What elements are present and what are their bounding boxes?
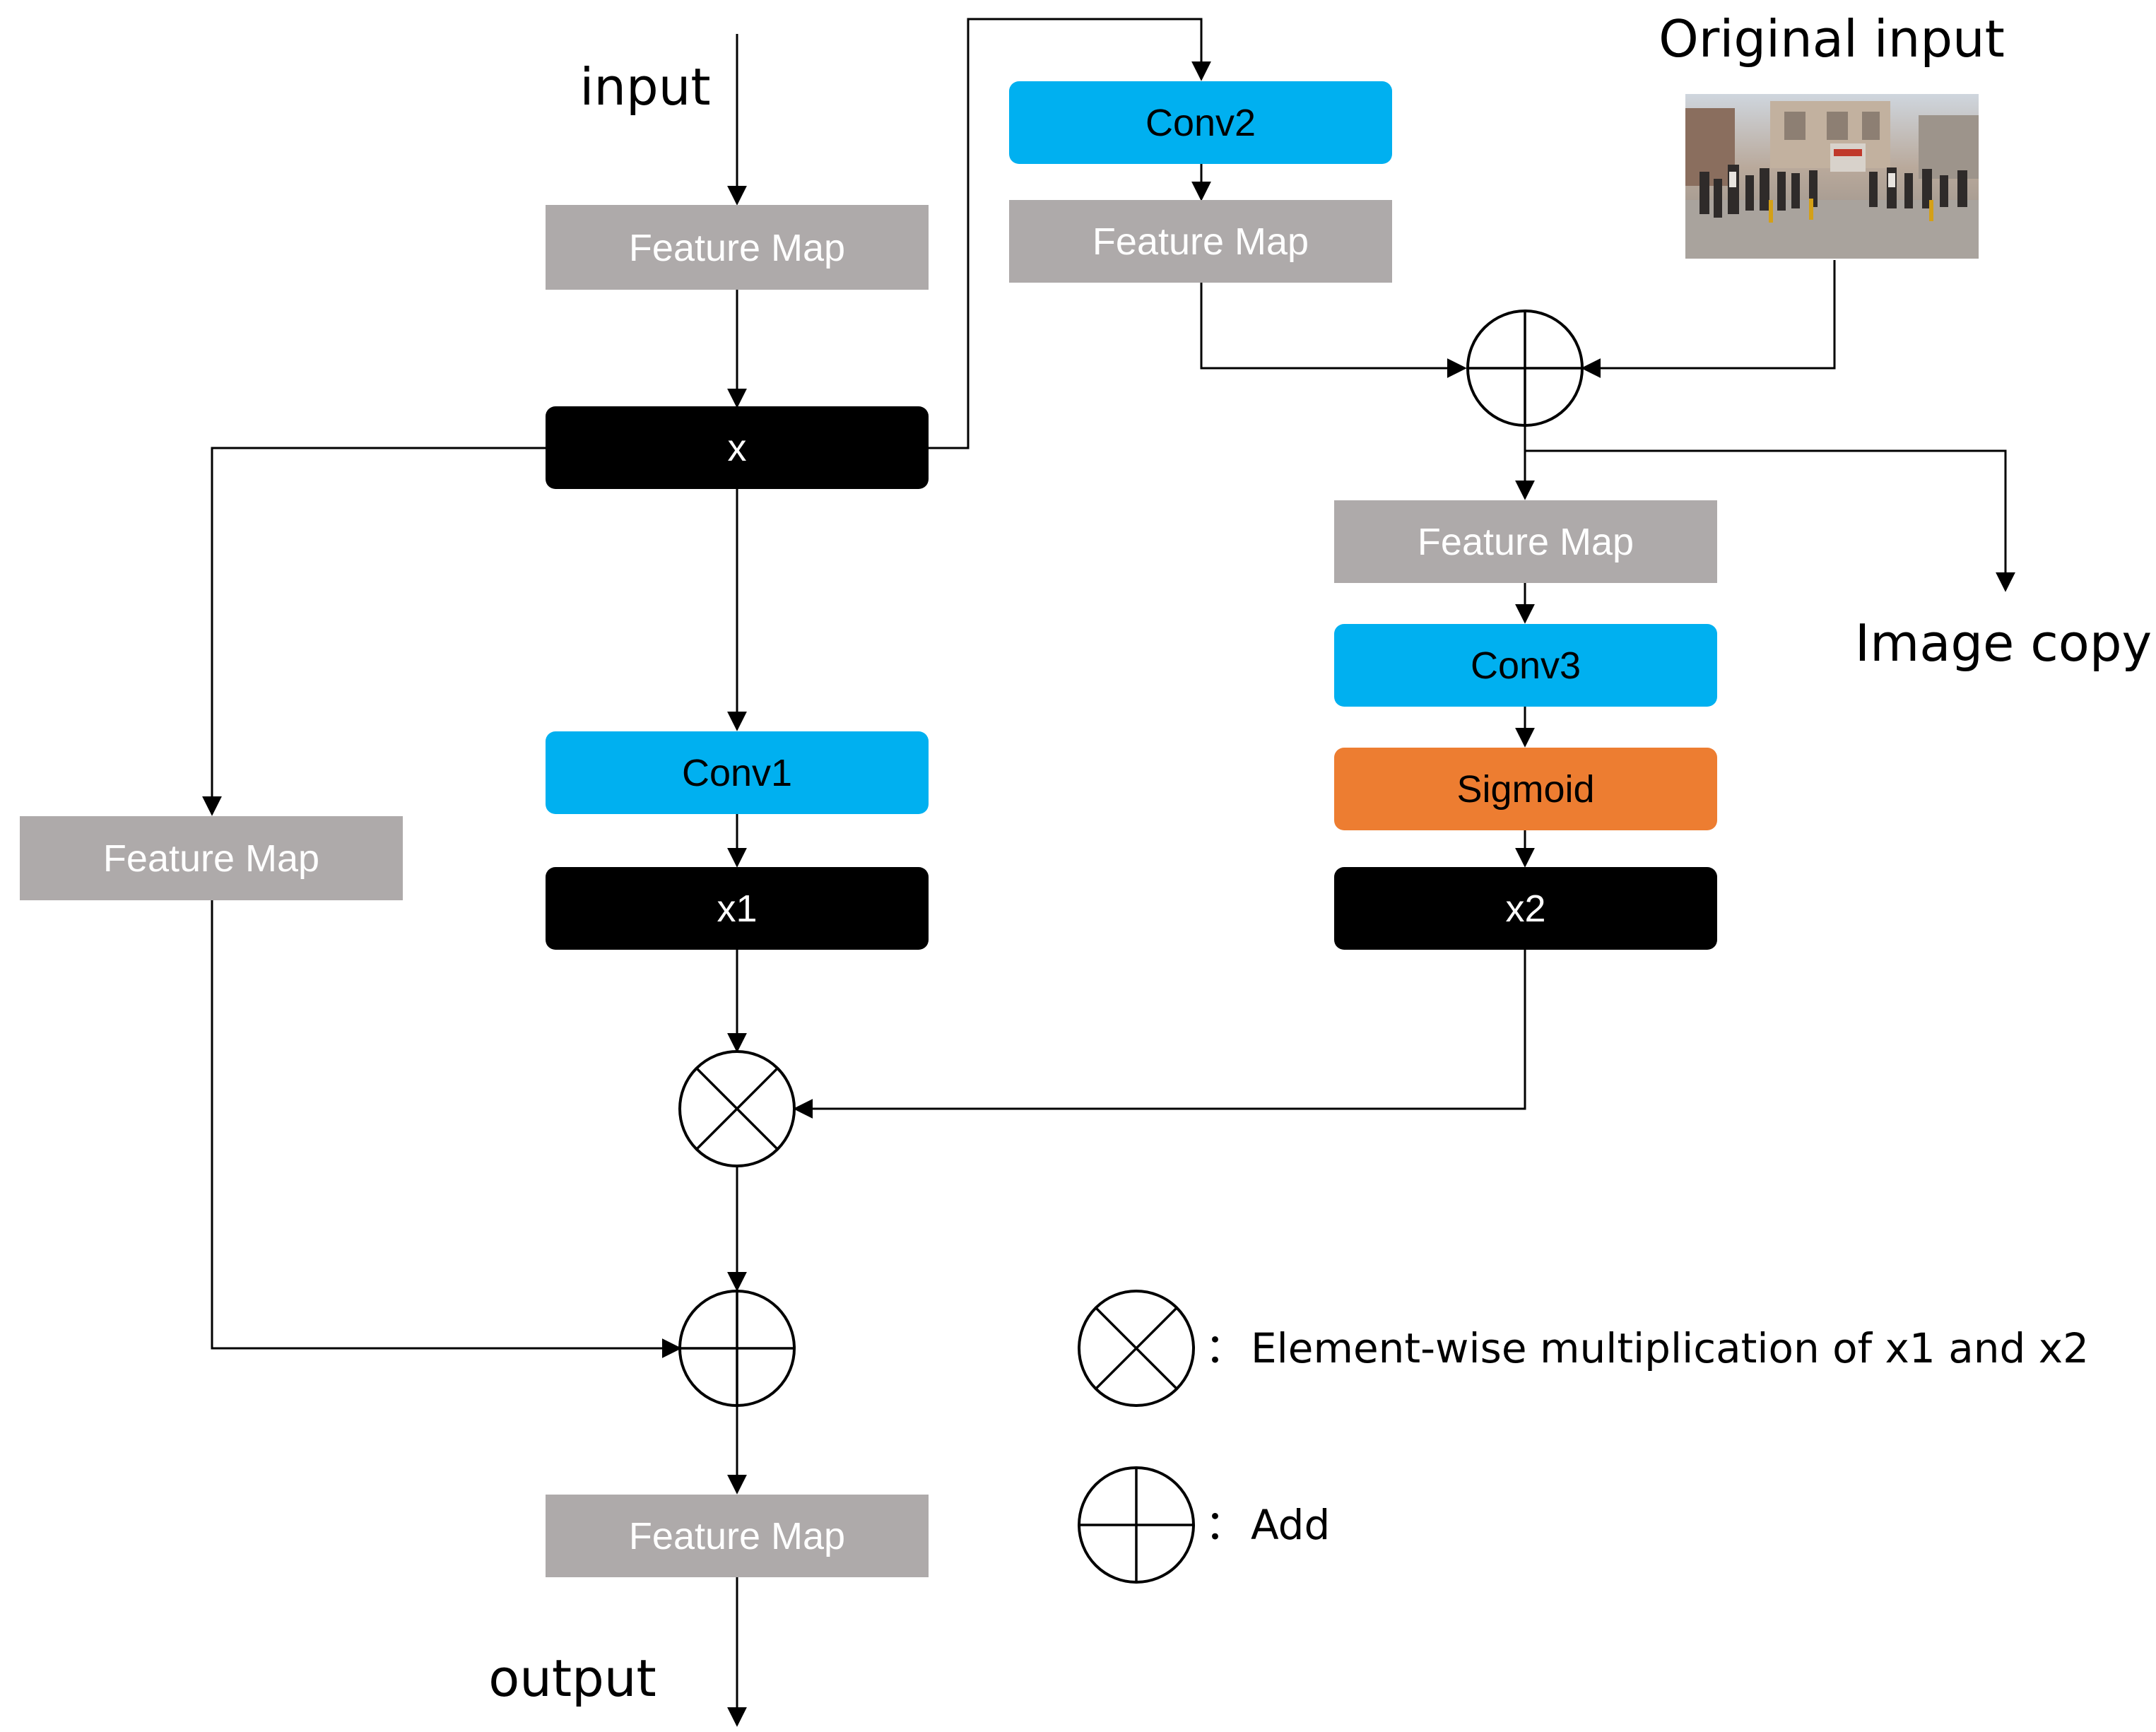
node-x2: x2 — [1334, 867, 1717, 950]
node-sigmoid: Sigmoid — [1334, 748, 1717, 830]
node-x: x — [546, 406, 929, 489]
edge-original-input-to-top-add — [1581, 260, 1836, 378]
node-label: x — [728, 427, 747, 469]
node-conv3: Conv3 — [1334, 624, 1717, 707]
add-operator-bottom — [678, 1290, 796, 1407]
node-box — [546, 406, 929, 489]
multiply-operator — [678, 1050, 796, 1167]
node-label: Conv3 — [1471, 644, 1581, 687]
edge-left-feature-map-to-add — [211, 899, 682, 1358]
edge-x-to-left-feature-map — [202, 447, 546, 816]
original-input-label: Original input — [1659, 9, 2005, 69]
legend-add-label: Add — [1251, 1501, 1330, 1549]
node-feature-map-top: Feature Map — [546, 205, 929, 290]
edge-top-add-to-image-copy — [1525, 449, 2015, 592]
node-box — [1334, 748, 1717, 830]
node-box — [1009, 81, 1392, 164]
node-box — [20, 816, 403, 900]
legend-multiply-icon — [1078, 1290, 1195, 1407]
node-feature-map-left: Feature Map — [20, 816, 403, 900]
edges — [202, 18, 2015, 1727]
node-box — [546, 205, 929, 290]
legend-add-separator: ： — [1205, 1501, 1246, 1549]
node-conv2: Conv2 — [1009, 81, 1392, 164]
node-feature-map-conv2: Feature Map — [1009, 200, 1392, 283]
node-conv1: Conv1 — [546, 731, 929, 814]
node-box — [1009, 200, 1392, 283]
input-label: input — [579, 57, 710, 117]
add-operator-top — [1466, 310, 1584, 427]
legend-multiply-separator: ： — [1205, 1324, 1246, 1372]
edge-feature-map-to-top-add — [1200, 283, 1467, 378]
node-label: Conv2 — [1145, 102, 1256, 144]
node-feature-map-right: Feature Map — [1334, 500, 1717, 583]
node-x1: x1 — [546, 867, 929, 950]
image-copy-label: Image copy — [1855, 613, 2152, 673]
node-label: Feature Map — [629, 1515, 845, 1557]
node-label: Sigmoid — [1456, 768, 1594, 811]
node-label: Feature Map — [629, 227, 845, 269]
node-box — [546, 867, 929, 950]
legend-multiply-label: Element-wise multiplication of x1 and x2 — [1251, 1324, 2089, 1372]
node-box — [546, 731, 929, 814]
node-box — [1334, 500, 1717, 583]
node-label: Feature Map — [1418, 521, 1634, 563]
edge-x2-to-multiply — [793, 948, 1526, 1119]
legend: ： Element-wise multiplication of x1 and … — [1078, 1290, 2089, 1584]
node-label: x2 — [1505, 888, 1545, 930]
node-box — [1334, 624, 1717, 707]
node-feature-map-output: Feature Map — [546, 1495, 929, 1577]
node-label: Feature Map — [103, 837, 319, 880]
output-label: output — [488, 1649, 656, 1708]
original-input-photo — [1685, 94, 1979, 259]
legend-add-icon — [1078, 1466, 1195, 1584]
node-label: Feature Map — [1092, 220, 1309, 263]
node-label: Conv1 — [682, 752, 792, 794]
street-crowd-photo-icon — [1685, 94, 1979, 259]
node-box — [1334, 867, 1717, 950]
node-label: x1 — [717, 888, 757, 930]
node-box — [546, 1495, 929, 1577]
edge-x-to-conv2 — [929, 18, 1211, 449]
